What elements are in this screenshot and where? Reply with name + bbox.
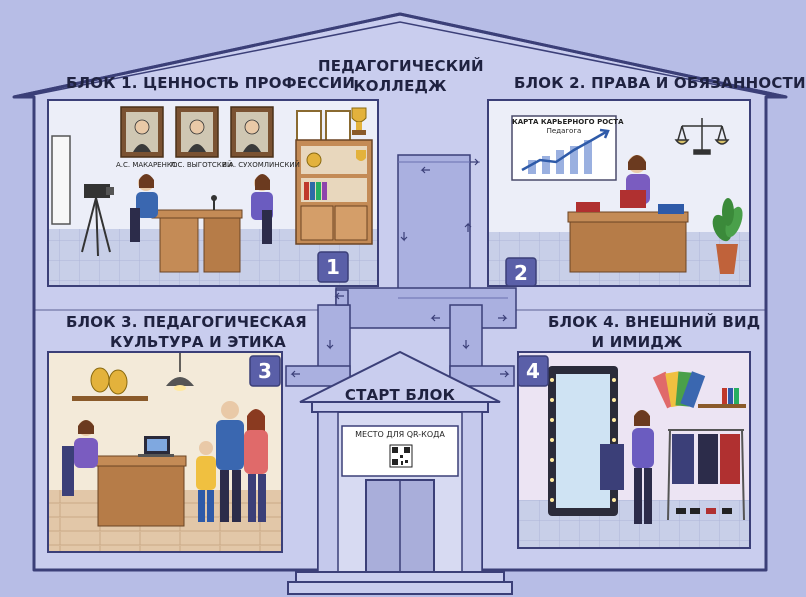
clothing-rack (667, 429, 745, 521)
bookcase (295, 139, 373, 245)
book-icon (658, 204, 684, 214)
portrait-caption-sukhomlinsky: В.А. СУХОМЛИНСКИЙ (222, 161, 300, 169)
interview-table (151, 209, 243, 219)
interviewee-person (251, 174, 273, 244)
interviewer-person (130, 174, 158, 242)
color-swatch-fan-icon (652, 371, 706, 409)
ceiling-lamp-icon (166, 353, 194, 391)
wall-shelf (698, 404, 746, 408)
room-block-1 (47, 99, 379, 287)
career-chart-title-line-1: КАРТА КАРЬЕРНОГО РОСТА (512, 118, 624, 126)
block-2-badge (505, 257, 537, 287)
trophy-icon (351, 107, 367, 135)
start-block-title: СТАРТ БЛОК (344, 386, 456, 404)
block-3-number: 3 (257, 359, 273, 383)
diploma-frame (325, 110, 351, 142)
block-4-title: БЛОК 4. ВНЕШНИЙ ВИД И ИМИДЖ (548, 312, 761, 352)
block-3-title-line-2: КУЛЬТУРА И ЭТИКА (110, 333, 286, 351)
suit-jacket (600, 444, 624, 490)
block-3-badge (249, 355, 281, 387)
block-4-title-line-1: БЛОК 4. ВНЕШНИЙ ВИД (548, 313, 761, 331)
block-2-number: 2 (513, 261, 529, 285)
portrait-makarenko (120, 106, 164, 158)
block-3-title-line-1: БЛОК 3. ПЕДАГОГИЧЕСКАЯ (66, 313, 307, 331)
block-4-badge (517, 355, 549, 387)
room-block-2 (487, 99, 751, 287)
corridor-arrows (290, 158, 510, 378)
video-camera (81, 184, 114, 257)
college-title: ПЕДАГОГИЧЕСКИЙ КОЛЛЕДЖ (318, 56, 484, 96)
whiteboard (51, 135, 71, 225)
career-growth-chart (511, 115, 617, 181)
scales-of-justice-icon (674, 118, 730, 155)
college-title-line-2: КОЛЛЕДЖ (353, 77, 447, 95)
block-4-number: 4 (525, 359, 541, 383)
teacher-reading-person (620, 155, 650, 208)
standing-mirror (548, 366, 618, 516)
book-icon (576, 202, 600, 212)
microphone-icon (211, 195, 217, 210)
block-4-title-line-2: И ИМИДЖ (591, 333, 683, 351)
seated-teacher-person (62, 420, 98, 496)
corridors (285, 154, 517, 387)
block-1-title: БЛОК 1. ЦЕННОСТЬ ПРОФЕССИИ (66, 74, 356, 92)
room-block-4 (517, 351, 751, 549)
portrait-vygotsky (175, 106, 219, 158)
portrait-caption-makarenko: А.С. МАКАРЕНКО (116, 161, 178, 169)
room-block-3 (47, 351, 283, 553)
college-title-line-1: ПЕДАГОГИЧЕСКИЙ (318, 57, 484, 75)
theatre-masks-icon (90, 367, 128, 395)
career-chart-title: КАРТА КАРЬЕРНОГО РОСТА Педагога (512, 118, 624, 136)
potted-plant (712, 198, 743, 274)
wall-shelf (72, 396, 148, 401)
start-block-building (287, 350, 513, 595)
laptop-icon (138, 436, 174, 457)
family-group (196, 401, 268, 522)
qr-placeholder-label: МЕСТО ДЛЯ QR-КОДА (355, 430, 445, 439)
woman-choosing-suit-person (600, 410, 654, 524)
qr-code-icon (389, 444, 413, 468)
block-2-title: БЛОК 2. ПРАВА И ОБЯЗАННОСТИ (514, 74, 806, 92)
block-3-title: БЛОК 3. ПЕДАГОГИЧЕСКАЯ КУЛЬТУРА И ЭТИКА (66, 312, 307, 352)
portrait-caption-vygotsky: Л.С. ВЫГОТСКИЙ (170, 161, 233, 169)
diploma-frame (296, 110, 322, 142)
block-1-number: 1 (325, 255, 341, 279)
block-1-badge (317, 251, 349, 283)
career-chart-title-line-2: Педагога (546, 127, 582, 135)
office-desk (95, 455, 187, 467)
portrait-sukhomlinsky (230, 106, 274, 158)
